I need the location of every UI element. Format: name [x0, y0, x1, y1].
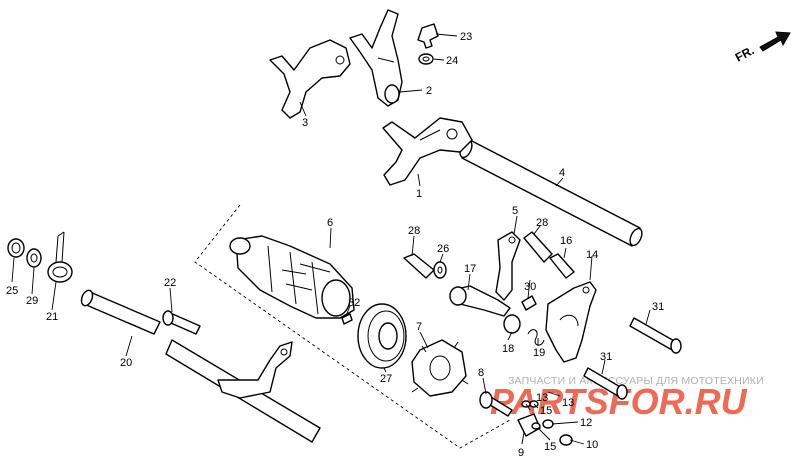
callout-22: 22	[164, 277, 176, 289]
callout-15a: 15	[540, 405, 552, 417]
callout-21: 21	[46, 311, 58, 323]
stopper-spring	[527, 329, 545, 346]
collar-28b	[523, 231, 553, 263]
callout-5: 5	[512, 205, 518, 217]
shift-drum	[229, 235, 355, 319]
callout-1: 1	[416, 188, 422, 200]
shift-fork-2	[349, 9, 403, 107]
callout-9: 9	[518, 447, 524, 459]
shift-fork-3	[269, 39, 351, 119]
gearshift-spindle	[80, 289, 321, 443]
callout-2: 2	[426, 85, 432, 97]
callout-27: 27	[380, 373, 392, 385]
guide-pin	[417, 23, 439, 49]
dowel-pin	[341, 313, 353, 325]
spindle-washer	[26, 248, 42, 268]
callout-30: 30	[524, 281, 536, 293]
callout-6: 6	[327, 217, 333, 229]
drum-assembly-boundary	[194, 204, 511, 449]
front-direction-indicator: FR.	[733, 31, 791, 65]
watermark-tagline: ЗАПЧАСТИ И АКСЕССУАРЫ ДЛЯ МОТОТЕХНИКИ	[508, 375, 764, 387]
washer-26	[433, 261, 447, 279]
callout-28a: 28	[408, 225, 420, 237]
pin-16	[549, 253, 575, 279]
leader-lines	[11, 33, 651, 445]
callout-18: 18	[502, 343, 514, 355]
shift-plate	[545, 281, 597, 363]
callout-10: 10	[586, 439, 598, 451]
callout-19: 19	[533, 347, 545, 359]
callout-23: 23	[460, 31, 472, 43]
bolt-31b	[583, 367, 628, 400]
shift-fork-1	[382, 117, 473, 186]
callout-16: 16	[560, 235, 572, 247]
fork-shaft	[459, 139, 643, 247]
callout-7: 7	[416, 321, 422, 333]
callout-12: 12	[580, 417, 592, 429]
callout-28b: 28	[536, 217, 548, 229]
stopper-arm	[495, 231, 521, 301]
callout-4: 4	[559, 167, 565, 179]
callout-15b: 15	[544, 441, 556, 453]
callout-29: 29	[26, 295, 38, 307]
direction-label: FR.	[733, 43, 757, 64]
callout-31a: 31	[652, 301, 664, 313]
callout-32: 32	[348, 297, 360, 309]
callout-31b: 31	[600, 351, 612, 363]
callout-14: 14	[586, 249, 598, 261]
callouts: 1 2 3 4 5 6 7 8 9 10 12 13 13 14 15 15 1…	[6, 31, 664, 459]
bolt-30	[521, 295, 537, 311]
drum-center-bolt	[479, 391, 513, 417]
callout-17: 17	[464, 263, 476, 275]
drum-bearing	[357, 303, 407, 369]
callout-13b: 13	[562, 397, 574, 409]
drum-center	[411, 339, 469, 397]
collar-18	[503, 314, 521, 334]
callout-3: 3	[302, 117, 308, 129]
return-spring	[47, 231, 73, 283]
callout-13a: 13	[536, 392, 548, 404]
callout-26: 26	[437, 243, 449, 255]
spindle-circlip	[7, 238, 25, 258]
pin-clip	[418, 53, 434, 65]
stopper-bolt	[162, 310, 201, 335]
callout-24: 24	[446, 55, 458, 67]
shift-arm	[449, 285, 511, 317]
collar-28a	[403, 253, 435, 279]
front-arrow-icon	[759, 31, 791, 52]
callout-25: 25	[6, 285, 18, 297]
bolt-31a	[629, 317, 682, 354]
callout-8: 8	[478, 367, 484, 379]
callout-20: 20	[120, 357, 132, 369]
